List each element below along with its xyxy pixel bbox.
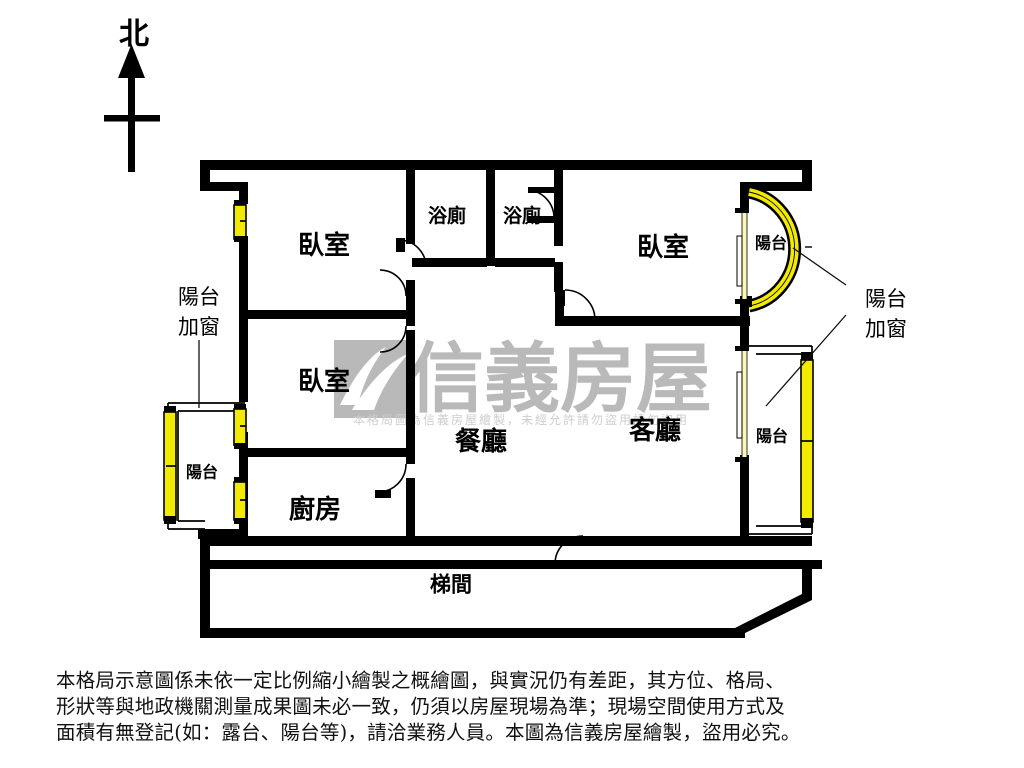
- doors: [375, 187, 596, 568]
- annotation-right-line-1: 陽台: [865, 287, 907, 311]
- room-label-balcony-left-small: 陽台: [186, 463, 218, 482]
- compass-label: 北: [119, 17, 149, 52]
- disclaimer-text: 本格局示意圖係未依一定比例縮小繪製之概繪圖，與實況仍有差距，其方位、格局、 形狀…: [56, 669, 801, 745]
- room-label-living-room: 客廳: [629, 415, 681, 446]
- watermark-brand: 信義房屋: [408, 334, 712, 423]
- annotation-left-line-2: 加窗: [178, 315, 220, 339]
- room-label-balcony-curved: 陽台: [755, 234, 787, 253]
- room-label-balcony-right-lower: 陽台: [756, 427, 788, 446]
- room-label-bathroom-left: 浴廁: [428, 204, 466, 227]
- room-label-bedroom-top-left: 臥室: [298, 230, 350, 261]
- room-label-bedroom-mid-left: 臥室: [298, 366, 350, 397]
- annotation-balcony-window-left: 陽台 加窗: [178, 285, 220, 339]
- leader-lines: [198, 247, 847, 408]
- walls: [167, 160, 822, 638]
- sinyi-logo-icon: [334, 340, 412, 418]
- room-label-bedroom-top-right: 臥室: [637, 232, 689, 263]
- annotation-left-line-1: 陽台: [178, 285, 220, 309]
- room-label-stairwell: 梯間: [430, 572, 472, 597]
- annotation-balcony-window-right: 陽台 加窗: [865, 287, 907, 341]
- watermark-subtext: 本格局圖為信義房屋繪製，未經允許請勿盜用請勿盜用: [353, 412, 689, 427]
- room-label-kitchen: 廚房: [289, 494, 341, 525]
- north-arrow-icon: 北: [104, 17, 160, 172]
- room-label-dining-room: 餐廳: [455, 426, 507, 457]
- room-label-bathroom-right: 浴廁: [503, 204, 541, 227]
- watermark: 信義房屋 本格局圖為信義房屋繪製，未經允許請勿盜用請勿盜用: [334, 334, 712, 427]
- annotation-right-line-2: 加窗: [865, 317, 907, 341]
- windows: [163, 185, 814, 528]
- room-labels: 臥室 臥室 臥室 浴廁 浴廁 廚房 餐廳 客廳 梯間 陽台 陽台 陽台: [186, 204, 788, 597]
